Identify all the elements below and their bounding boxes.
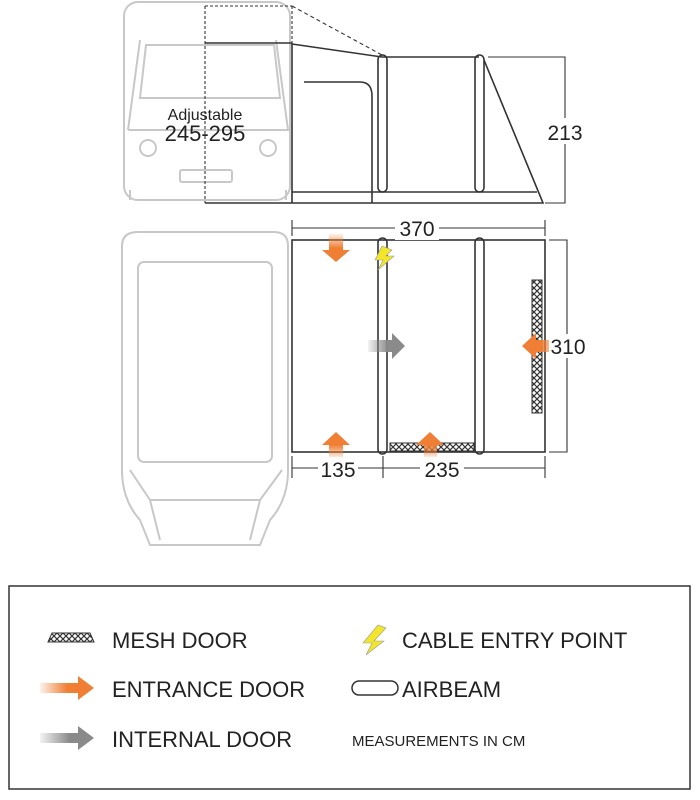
entrance-arrow-top [322, 234, 350, 262]
cable-entry-icon [374, 245, 395, 271]
van-front-view [123, 1, 291, 201]
legend-internal-door: INTERNAL DOOR [112, 727, 292, 752]
internal-door-icon [40, 726, 94, 750]
airbeam-icon [351, 680, 399, 696]
adjustable-label: Adjustable [168, 107, 243, 124]
entrance-arrow-side [522, 333, 558, 359]
depth-dimension: 310 [550, 336, 585, 359]
measurements-note: MEASUREMENTS IN CM [352, 733, 525, 750]
van-top-view [121, 231, 289, 546]
awning-side-view [204, 5, 566, 204]
height-dimension: 213 [547, 122, 582, 145]
legend: MESH DOOR ENTRANCE DOOR INTERNAL DOOR CA… [8, 585, 691, 790]
entrance-arrow-bottom-right [416, 432, 444, 458]
section1-dimension: 135 [320, 459, 355, 482]
legend-mesh-door: MESH DOOR [112, 628, 248, 653]
entrance-door-icon [40, 676, 94, 700]
internal-door-arrow [368, 333, 405, 359]
length-dimension: 370 [399, 218, 434, 241]
entrance-arrow-bottom-left [322, 432, 350, 458]
adjustable-range: 245-295 [165, 121, 246, 146]
legend-airbeam: AIRBEAM [402, 677, 501, 702]
legend-entrance-door: ENTRANCE DOOR [112, 677, 305, 702]
cable-entry-legend-icon [362, 624, 387, 656]
section2-dimension: 235 [424, 459, 459, 482]
airbeam-2 [474, 237, 485, 455]
legend-cable-entry: CABLE ENTRY POINT [402, 628, 627, 653]
mesh-door-icon [47, 632, 95, 643]
awning-floor-plan [291, 220, 568, 478]
